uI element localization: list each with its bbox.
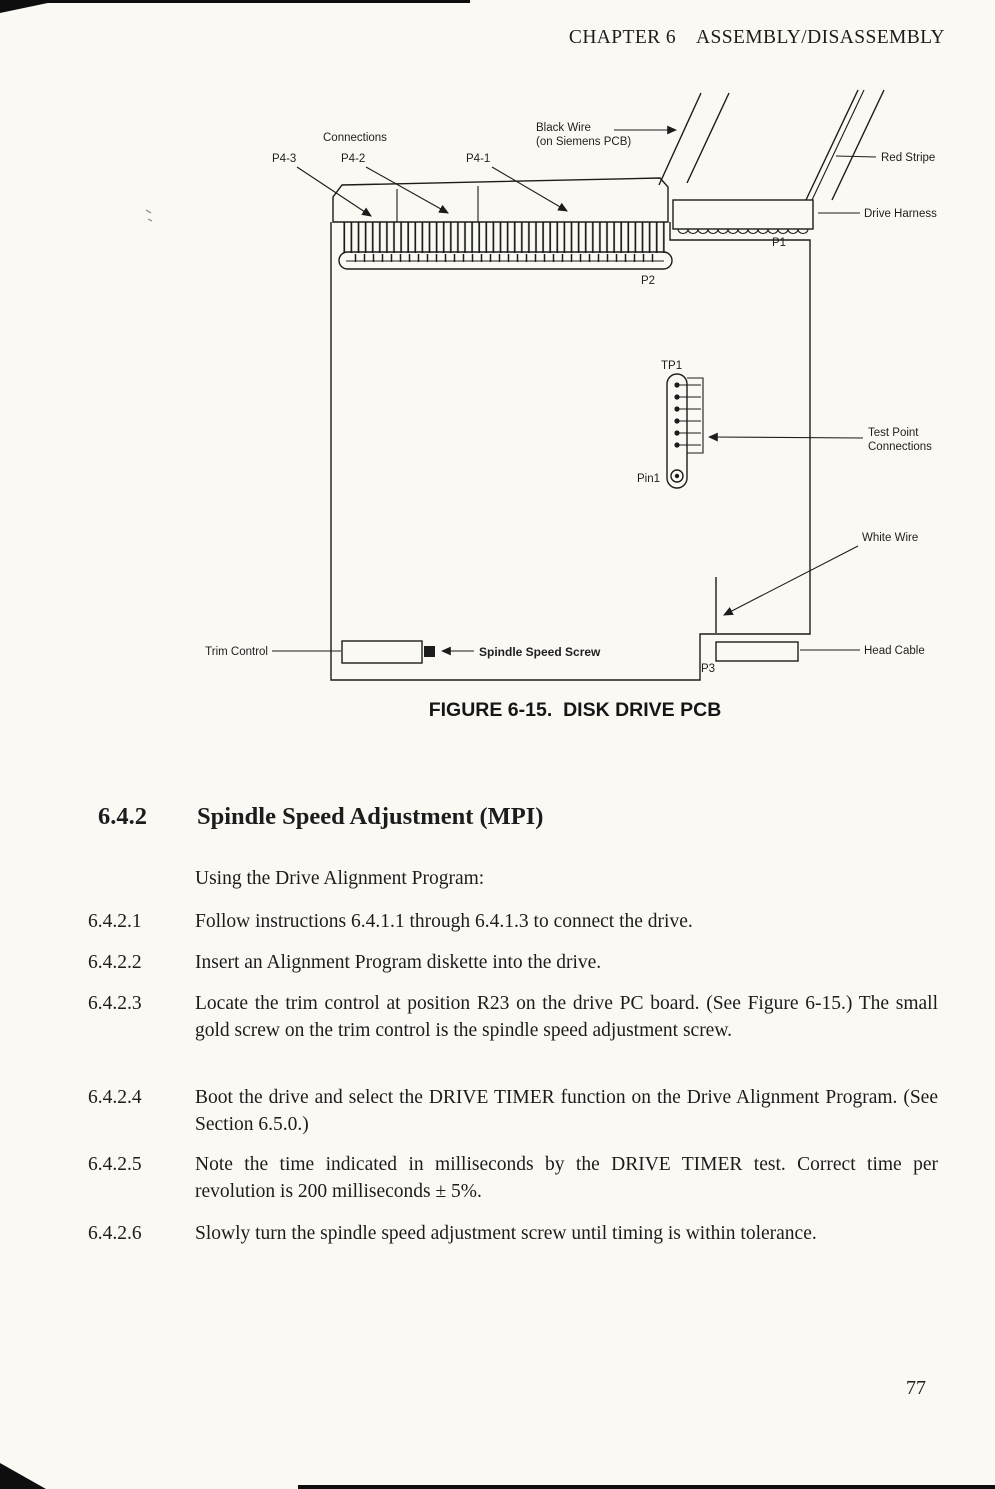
label-red-stripe: Red Stripe <box>881 152 935 164</box>
scan-artifact-bottom-edge <box>298 1485 995 1489</box>
label-white-wire: White Wire <box>862 532 918 544</box>
instruction-number: 6.4.2.3 <box>88 993 142 1014</box>
scan-artifact-top-edge <box>0 0 470 3</box>
label-black-wire-line1: Black Wire <box>536 122 591 134</box>
p2-connector <box>338 251 673 270</box>
section-heading: 6.4.2 Spindle Speed Adjustment (MPI) <box>98 803 543 831</box>
page-number: 77 <box>906 1377 926 1399</box>
instruction-text: Follow instructions 6.4.1.1 through 6.4.… <box>195 911 693 932</box>
label-p4-1: P4-1 <box>466 153 490 165</box>
label-p4-3: P4-3 <box>272 153 296 165</box>
leader-p4-3 <box>296 166 372 217</box>
tp1-test-points <box>666 373 704 489</box>
head-cable-connector <box>715 641 799 662</box>
pin1-marker <box>670 469 684 483</box>
instruction-text: Insert an Alignment Program diskette int… <box>195 952 602 973</box>
section-intro: Using the Drive Alignment Program: <box>195 868 485 889</box>
instruction-item: 6.4.2.3 Locate the trim control at posit… <box>88 990 938 1044</box>
leader-red-stripe <box>835 155 877 158</box>
p1-connector <box>672 199 814 234</box>
label-head-cable: Head Cable <box>864 645 925 657</box>
scan-artifact-mark <box>145 209 153 222</box>
diagram-labels: Connections P4-3 P4-2 P4-1 Black Wire (o… <box>205 122 937 675</box>
figure-caption: FIGURE 6-15. DISK DRIVE PCB <box>428 699 722 721</box>
instruction-text: Note the time indicated in milliseconds … <box>195 1154 938 1202</box>
instruction-item: 6.4.2.6 Slowly turn the spindle speed ad… <box>88 1220 938 1247</box>
instruction-item: 6.4.2.4 Boot the drive and select the DR… <box>88 1084 938 1138</box>
instruction-item: 6.4.2.5 Note the time indicated in milli… <box>88 1151 938 1205</box>
trim-control <box>341 640 435 664</box>
drive-harness-cable <box>805 89 885 201</box>
label-p3: P3 <box>701 663 715 675</box>
leader-lines <box>272 125 877 656</box>
edge-connector-band <box>332 177 669 253</box>
leader-test-point <box>707 432 864 442</box>
scan-artifact-bottom-left <box>0 1463 46 1489</box>
leader-p4-1 <box>491 166 568 212</box>
leader-p4-2 <box>365 166 449 214</box>
label-p4-2: P4-2 <box>341 153 365 165</box>
spindle-speed-screw <box>424 646 435 657</box>
instruction-number: 6.4.2.4 <box>88 1087 142 1108</box>
instruction-item: 6.4.2.1 Follow instructions 6.4.1.1 thro… <box>88 908 938 935</box>
label-pin1: Pin1 <box>637 473 660 485</box>
label-connections: Connections <box>323 132 387 144</box>
label-trim-control: Trim Control <box>205 646 268 658</box>
chapter-header: CHAPTER 6 ASSEMBLY/DISASSEMBLY <box>568 27 945 48</box>
label-black-wire-line2: (on Siemens PCB) <box>536 136 631 148</box>
label-test-point-line2: Connections <box>868 441 932 453</box>
instruction-number: 6.4.2.1 <box>88 911 142 932</box>
instruction-number: 6.4.2.6 <box>88 1223 142 1244</box>
instruction-number: 6.4.2.2 <box>88 952 142 973</box>
pcb-diagram: Connections P4-3 P4-2 P4-1 Black Wire (o… <box>145 89 937 681</box>
label-tp1: TP1 <box>661 360 682 372</box>
instruction-text: Locate the trim control at position R23 … <box>195 993 938 1041</box>
instruction-text: Boot the drive and select the DRIVE TIME… <box>195 1087 938 1135</box>
label-test-point-line1: Test Point <box>868 427 919 439</box>
leader-white-wire <box>723 545 859 616</box>
label-p1: P1 <box>772 237 786 249</box>
section-number: 6.4.2 <box>98 803 147 830</box>
instruction-item: 6.4.2.2 Insert an Alignment Program disk… <box>88 949 938 976</box>
instruction-text: Slowly turn the spindle speed adjustment… <box>195 1223 817 1244</box>
label-spindle-speed-screw: Spindle Speed Screw <box>479 645 601 659</box>
section-title: Spindle Speed Adjustment (MPI) <box>197 803 544 830</box>
label-p2: P2 <box>641 275 655 287</box>
connector-pins <box>339 222 665 253</box>
black-wire-cable <box>658 92 730 186</box>
pcb-board-outline <box>330 222 811 681</box>
label-drive-harness: Drive Harness <box>864 208 937 220</box>
instruction-number: 6.4.2.5 <box>88 1154 142 1175</box>
